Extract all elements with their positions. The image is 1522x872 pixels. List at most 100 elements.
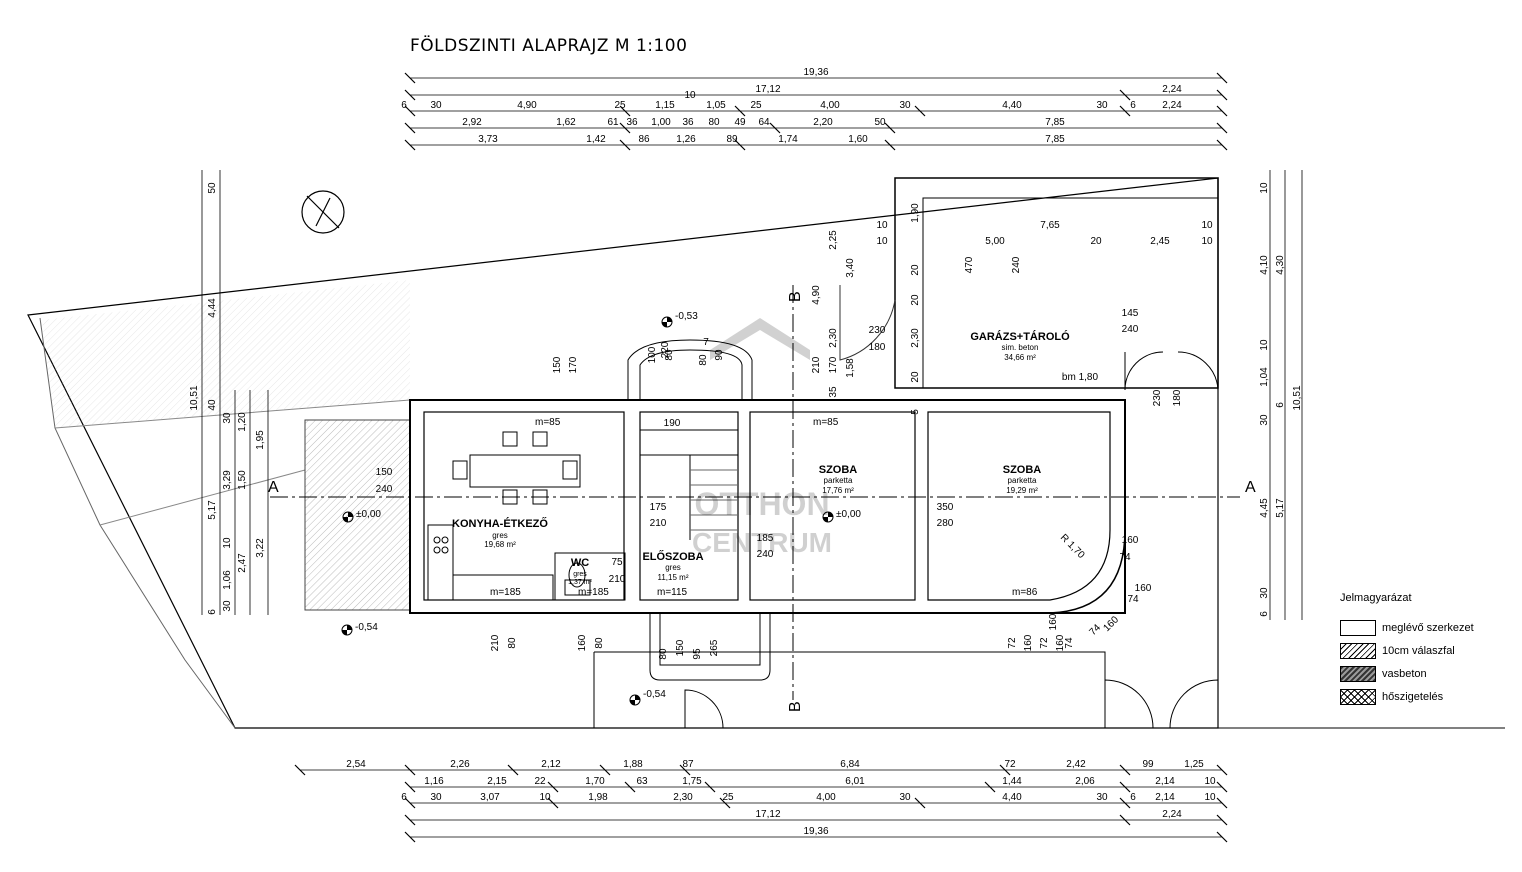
svg-text:-0,54: -0,54 [643, 689, 666, 700]
dim-inner: 72 [1007, 637, 1018, 649]
dim-inner: 230 [869, 325, 886, 336]
dim-top: 6 [1130, 100, 1136, 111]
dim-inner: 145 [1122, 308, 1139, 319]
window-label: m=185 [490, 587, 521, 598]
dim-left: 1,20 [237, 412, 248, 432]
dim-inner: 180 [1172, 389, 1183, 406]
dim-inner: 220 [660, 341, 671, 358]
dim-bottom: 30 [1096, 792, 1108, 803]
dim-inner: 10 [876, 236, 888, 247]
window-label: m=185 [578, 587, 609, 598]
legend: Jelmagyarázat meglévő szerkezet 10cm vál… [1340, 592, 1474, 708]
dim-bottom: 10 [539, 792, 551, 803]
svg-text:-0,53: -0,53 [675, 311, 698, 322]
dim-inner: 80 [658, 648, 669, 660]
dim-inner: 150 [552, 356, 563, 373]
dim-inner: 74 [1127, 594, 1139, 605]
room-2-name: SZOBA [1003, 464, 1042, 476]
dim-bottom: 4,00 [816, 792, 836, 803]
dim-top: 6 [401, 100, 407, 111]
dim-bottom: 2,06 [1075, 776, 1095, 787]
legend-item: meglévő szerkezet [1340, 616, 1474, 639]
insulation-swatch [1340, 688, 1376, 705]
dim-left: 10,51 [189, 385, 200, 410]
dim-bottom: 6 [1130, 792, 1136, 803]
dim-left: 1,06 [222, 570, 233, 590]
dim-top: 30 [1096, 100, 1108, 111]
dim-bottom: 17,12 [755, 809, 780, 820]
dim-right: 30 [1259, 587, 1270, 599]
room-garage-note: bm 1,80 [1062, 372, 1099, 383]
legend-item: vasbeton [1340, 662, 1474, 685]
dim-bottom: 10 [1204, 776, 1216, 787]
dim-inner: 20 [910, 264, 921, 276]
dim-top: 10 [684, 90, 696, 101]
dim-inner: 80 [507, 637, 518, 649]
dim-bottom: 4,40 [1002, 792, 1022, 803]
dim-inner: 74 [1087, 622, 1103, 638]
dim-inner: 2,30 [828, 328, 839, 348]
dim-inner: 3,40 [845, 258, 856, 278]
dim-inner: 210 [490, 634, 501, 651]
dim-left: 2,47 [237, 553, 248, 573]
dim-top: 4,90 [517, 100, 537, 111]
dim-inner: 74 [1064, 637, 1075, 649]
dim-top: 1,26 [676, 134, 696, 145]
partition-wall-swatch [1340, 642, 1376, 659]
section-b-bottom: B [787, 701, 804, 712]
dim-inner: 160 [1122, 535, 1139, 546]
dim-right: 6 [1259, 611, 1270, 617]
dim-top: 19,36 [803, 67, 828, 78]
dim-bottom: 1,44 [1002, 776, 1022, 787]
dim-inner: 170 [568, 356, 579, 373]
dim-top: 4,40 [1002, 100, 1022, 111]
dim-top: 36 [626, 117, 638, 128]
dim-bottom: 2,24 [1162, 809, 1182, 820]
room-hall-area: 11,15 m² [658, 573, 689, 582]
dim-inner: 160 [1101, 614, 1121, 634]
dim-bottom: 99 [1142, 759, 1154, 770]
room-hall-name: ELŐSZOBA [642, 550, 703, 563]
dim-top: 1,15 [655, 100, 675, 111]
dim-inner: 7 [703, 337, 709, 348]
dim-right: 10 [1259, 339, 1270, 351]
terrace-hatch [42, 280, 410, 428]
dim-bottom: 2,26 [450, 759, 470, 770]
room-wc-area: 1,37 m² [568, 579, 592, 586]
dim-top: 50 [874, 117, 886, 128]
level-marker: ±0,00 [822, 509, 861, 523]
dim-top: 2,20 [813, 117, 833, 128]
dimension-chains-right [1269, 170, 1303, 620]
room-kitchen-name: KONYHA-ÉTKEZŐ [452, 517, 548, 530]
dim-inner: 100 [647, 346, 658, 363]
dim-bottom: 1,75 [682, 776, 702, 787]
plan-title: FÖLDSZINTI ALAPRAJZ M 1:100 [410, 36, 688, 56]
level-marker: -0,53 [661, 311, 698, 328]
section-a-left: A [268, 479, 279, 496]
dim-bottom: 2,30 [673, 792, 693, 803]
dim-bottom: 1,25 [1184, 759, 1204, 770]
dim-bottom: 1,88 [623, 759, 643, 770]
dim-left: 1,95 [255, 430, 266, 450]
dim-inner: 160 [1023, 634, 1034, 651]
dim-inner: 80 [698, 354, 709, 366]
dim-top: 17,12 [755, 84, 780, 95]
dim-inner: 35 [828, 386, 839, 398]
dim-right: 10,51 [1292, 385, 1303, 410]
dim-top: 2,92 [462, 117, 482, 128]
dim-inner: 20 [1090, 236, 1102, 247]
dim-top: 49 [734, 117, 746, 128]
inner-dimensions: 1502401752101852403502801452402301807,65… [376, 203, 1213, 660]
room-wc-floor: gres [573, 571, 587, 578]
dim-top: 89 [726, 134, 738, 145]
dim-top: 1,00 [651, 117, 671, 128]
dim-left: 6 [207, 609, 218, 615]
dim-bottom: 2,42 [1066, 759, 1086, 770]
window-label: m=85 [535, 417, 561, 428]
dim-inner: 5,00 [985, 236, 1005, 247]
room-1-name: SZOBA [819, 464, 858, 476]
legend-title: Jelmagyarázat [1340, 592, 1412, 604]
dim-bottom: 30 [899, 792, 911, 803]
dim-left: 50 [207, 182, 218, 194]
